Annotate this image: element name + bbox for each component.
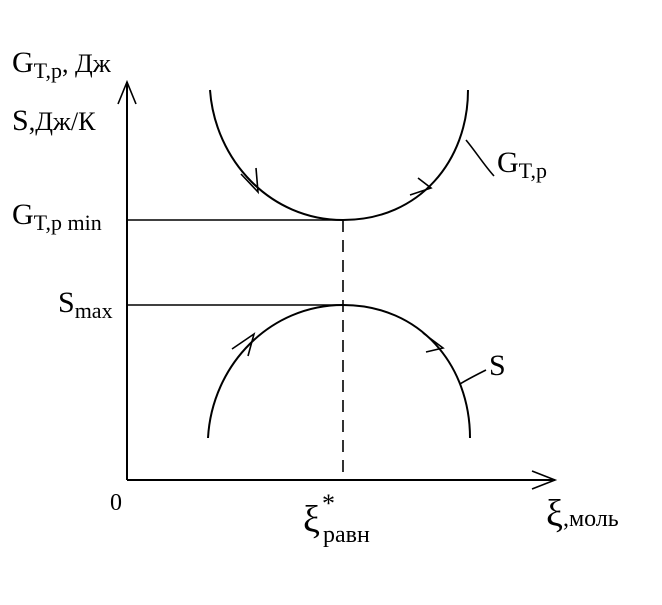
xi-equilibrium-label: ξ*равн — [303, 489, 370, 548]
g-curve-right-arrow — [409, 177, 433, 196]
s-curve-label: S — [489, 349, 506, 382]
y-axis-label-s: S,Дж/К — [12, 104, 96, 137]
g-curve-left-arrow — [240, 167, 259, 195]
y-axis-label-g: GT,p, Дж — [12, 46, 112, 83]
g-min-label: GT,p min — [12, 198, 102, 235]
g-curve — [209, 89, 469, 222]
s-max-label: Smax — [58, 286, 113, 323]
origin-label: 0 — [110, 490, 122, 516]
s-curve — [207, 303, 471, 439]
s-curve-right-arrow — [422, 332, 445, 353]
s-label-leader — [459, 369, 487, 385]
x-axis-arrowhead — [531, 470, 558, 490]
x-axis-label: ξ,моль — [546, 493, 619, 535]
y-axis-arrowhead — [117, 79, 137, 105]
g-curve-label: GT,p — [497, 146, 547, 183]
g-label-leader — [465, 139, 495, 177]
s-curve-left-arrow — [231, 332, 256, 357]
